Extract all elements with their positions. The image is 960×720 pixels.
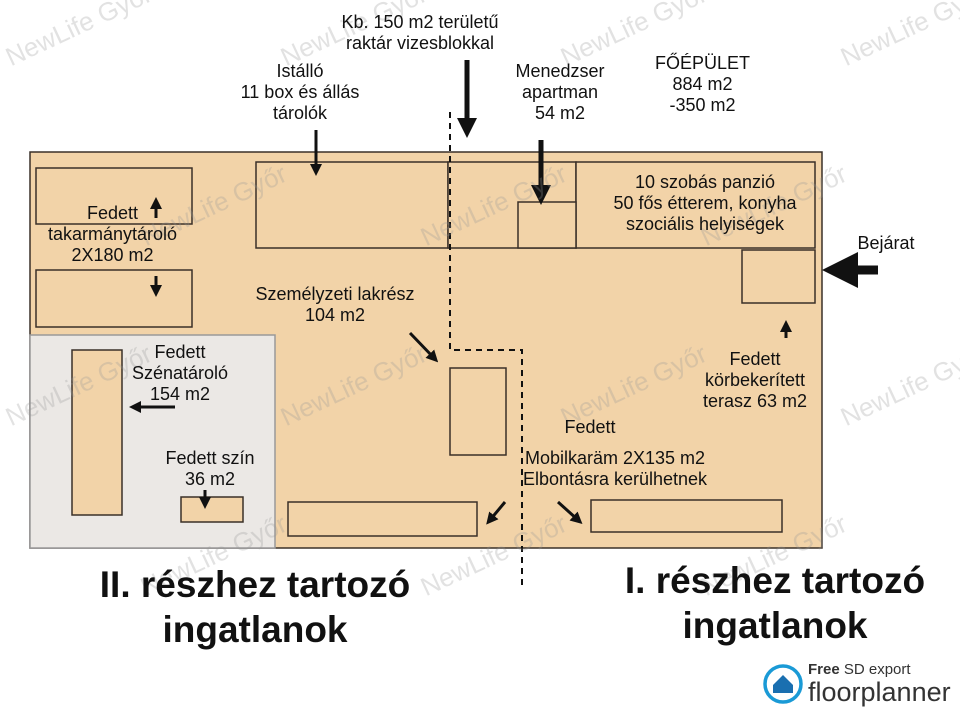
room-istallo	[255, 161, 449, 249]
room-mobil-1	[287, 501, 478, 537]
room-szin	[180, 496, 244, 523]
room-takarmany-1	[35, 167, 193, 225]
room-takarmany-2	[35, 269, 193, 328]
room-szenatarolo	[71, 349, 123, 516]
divider-dashed-line	[449, 112, 523, 590]
logo-line1: Free SD export	[808, 661, 911, 678]
room-terasz	[741, 249, 816, 304]
arrow-mobil-1	[486, 501, 507, 525]
room-menedzser	[517, 201, 577, 249]
room-szemelyzeti	[449, 367, 507, 456]
room-panzio	[575, 161, 816, 249]
arrow-szemelyzeti	[408, 331, 439, 363]
label-mobil-fedett: Fedett	[564, 417, 616, 437]
floorplanner-logo: Free SD export floorplanner	[762, 662, 951, 706]
room-mobil-2	[590, 499, 783, 533]
floorplanner-house-icon	[763, 664, 803, 704]
arrow-mobil-2	[556, 500, 583, 525]
label-bejarat: Bejárat	[857, 233, 915, 253]
logo-line2: floorplanner	[808, 677, 951, 707]
